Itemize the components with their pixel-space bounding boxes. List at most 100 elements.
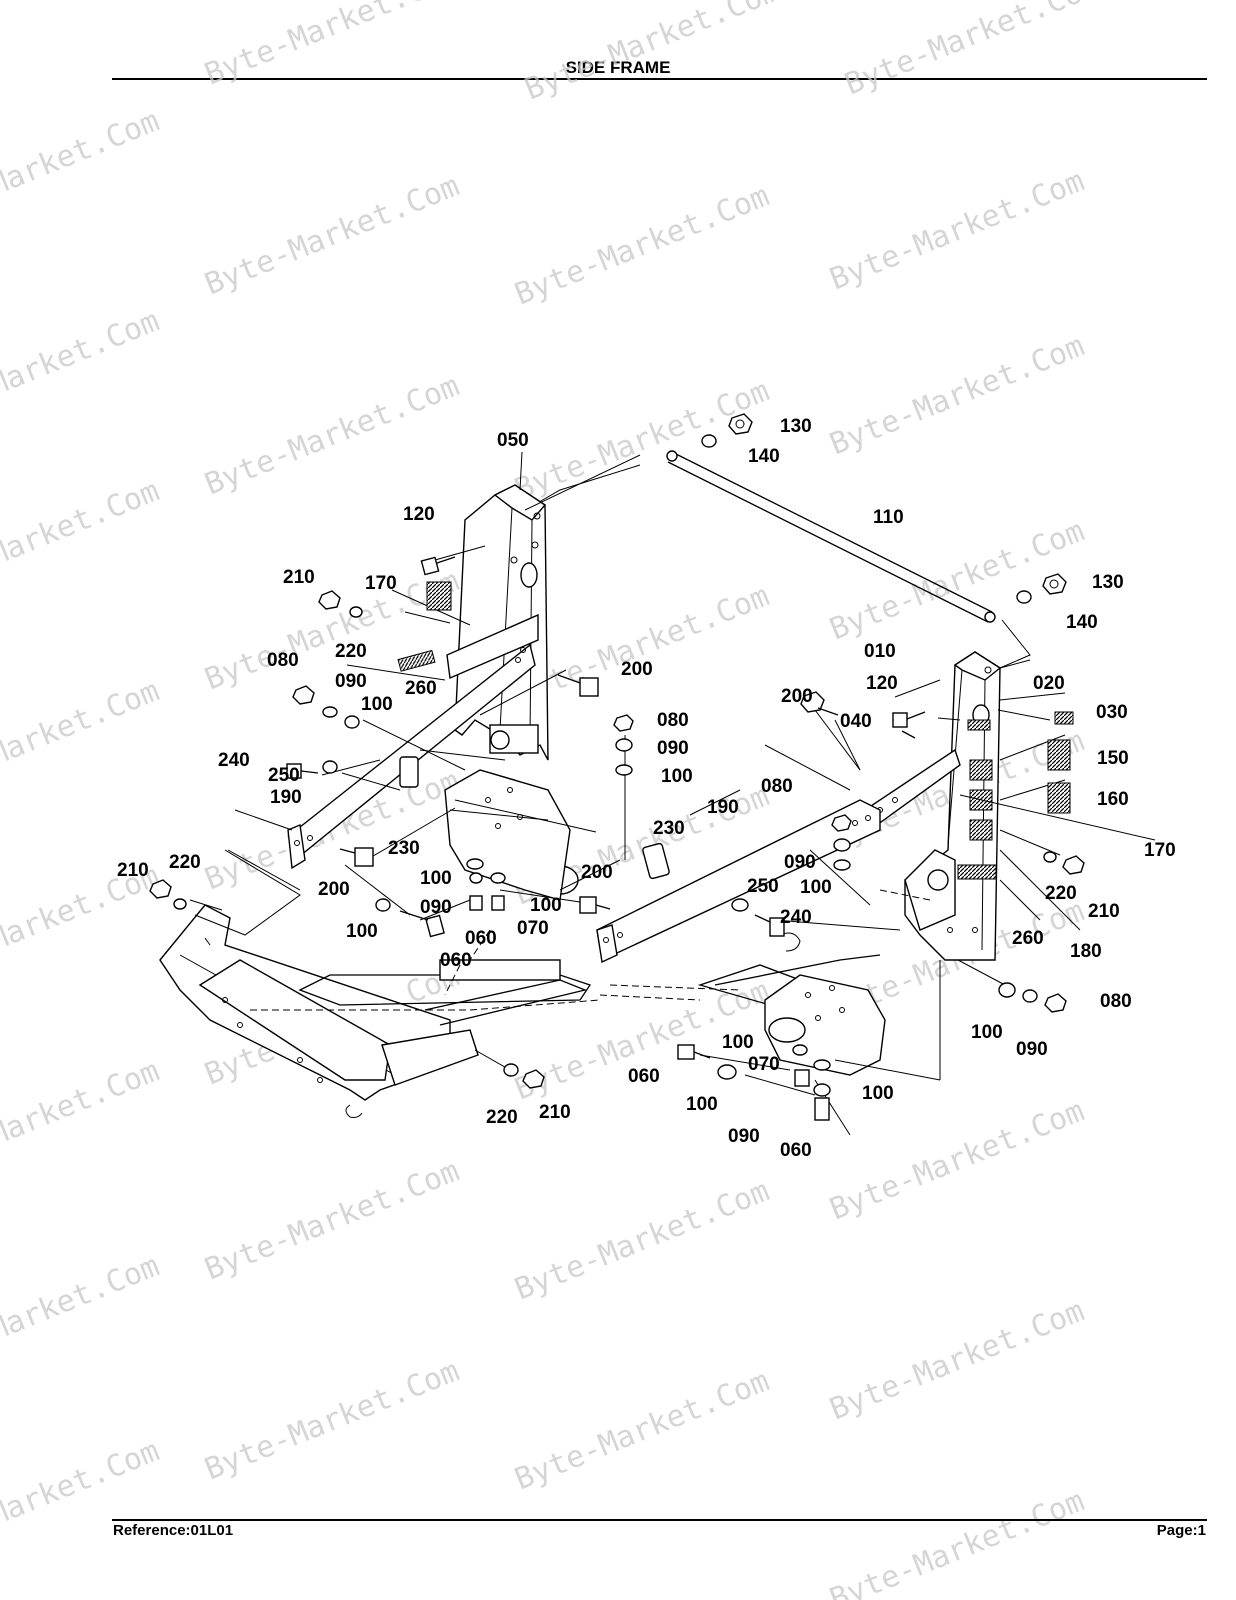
callout-200: 200 bbox=[621, 659, 653, 680]
callout-070: 070 bbox=[517, 918, 549, 939]
callout-labels: 050 130 140 120 110 210 170 130 220 140 … bbox=[117, 416, 1176, 1161]
callout-100: 100 bbox=[420, 868, 452, 889]
callout-260: 260 bbox=[1012, 928, 1044, 949]
callout-050: 050 bbox=[497, 430, 529, 451]
page-title: SIDE FRAME bbox=[565, 58, 671, 77]
watermark: Byte-Market.Com bbox=[825, 1483, 1089, 1600]
callout-090: 090 bbox=[657, 738, 689, 759]
callout-210: 210 bbox=[283, 567, 315, 588]
callout-080: 080 bbox=[1100, 991, 1132, 1012]
callout-170: 170 bbox=[365, 573, 397, 594]
callout-200: 200 bbox=[781, 686, 813, 707]
frame-drawing bbox=[149, 413, 1156, 1136]
callout-100: 100 bbox=[361, 694, 393, 715]
watermark: Byte-Market.Com bbox=[825, 328, 1089, 462]
watermark: Byte-Market.Com bbox=[840, 0, 1104, 102]
callout-210: 210 bbox=[1088, 901, 1120, 922]
callout-140: 140 bbox=[1066, 612, 1098, 633]
watermark: Byte-Market.Com bbox=[825, 1293, 1089, 1427]
watermark: Byte-Market.Com bbox=[200, 168, 464, 302]
watermark: Byte-Market.Com bbox=[200, 0, 464, 92]
watermark: Byte-Market.Com bbox=[520, 0, 784, 107]
watermark: Byte-Market.Com bbox=[510, 1173, 774, 1307]
callout-100: 100 bbox=[530, 895, 562, 916]
callout-100: 100 bbox=[686, 1094, 718, 1115]
watermark: Byte-Market.Com bbox=[0, 1433, 164, 1567]
watermark: Byte-Market.Com bbox=[825, 163, 1089, 297]
reference-label: Reference:01L01 bbox=[113, 1522, 234, 1539]
watermark: Byte-Market.Com bbox=[0, 303, 164, 437]
page-number: Page:1 bbox=[1156, 1522, 1206, 1539]
watermark: Byte-Market.Com bbox=[0, 473, 164, 607]
watermark: Byte-Market.Com bbox=[510, 373, 774, 507]
callout-190: 190 bbox=[270, 787, 302, 808]
callout-250: 250 bbox=[268, 765, 300, 786]
callout-080: 080 bbox=[761, 776, 793, 797]
header-rule bbox=[112, 78, 1207, 80]
callout-040: 040 bbox=[840, 711, 872, 732]
callout-010: 010 bbox=[864, 641, 896, 662]
footer-rule bbox=[112, 1519, 1207, 1521]
watermark: Byte-Market.Com bbox=[510, 578, 774, 712]
callout-060: 060 bbox=[780, 1140, 812, 1161]
callout-180: 180 bbox=[1070, 941, 1102, 962]
callout-070: 070 bbox=[748, 1054, 780, 1075]
watermark: Byte-Market.Com bbox=[200, 368, 464, 502]
callout-120: 120 bbox=[866, 673, 898, 694]
callout-210: 210 bbox=[117, 860, 149, 881]
callout-100: 100 bbox=[971, 1022, 1003, 1043]
callout-200: 200 bbox=[581, 862, 613, 883]
callout-230: 230 bbox=[653, 818, 685, 839]
watermark: Byte-Market.Com bbox=[0, 1248, 164, 1382]
callout-250: 250 bbox=[747, 876, 779, 897]
callout-120: 120 bbox=[403, 504, 435, 525]
fasteners bbox=[149, 556, 1085, 1121]
watermark: Byte-Market.Com bbox=[0, 1053, 164, 1187]
callout-230: 230 bbox=[388, 838, 420, 859]
callout-090: 090 bbox=[420, 897, 452, 918]
callout-090: 090 bbox=[335, 671, 367, 692]
callout-100: 100 bbox=[862, 1083, 894, 1104]
callout-260: 260 bbox=[405, 678, 437, 699]
callout-110: 110 bbox=[873, 507, 904, 528]
callout-030: 030 bbox=[1096, 702, 1128, 723]
callout-100: 100 bbox=[722, 1032, 754, 1053]
side-post-010 bbox=[904, 651, 1002, 961]
callout-190: 190 bbox=[707, 797, 739, 818]
callout-240: 240 bbox=[218, 750, 250, 771]
callout-090: 090 bbox=[728, 1126, 760, 1147]
callout-170: 170 bbox=[1144, 840, 1176, 861]
callout-130: 130 bbox=[1092, 572, 1124, 593]
center-arm-190 bbox=[596, 799, 881, 964]
nut-130-top bbox=[701, 413, 753, 448]
callout-020: 020 bbox=[1033, 673, 1065, 694]
callout-080: 080 bbox=[267, 650, 299, 671]
watermark: Byte-Market.Com bbox=[825, 1093, 1089, 1227]
callout-200: 200 bbox=[318, 879, 350, 900]
callout-060: 060 bbox=[440, 950, 472, 971]
callout-220: 220 bbox=[1045, 883, 1077, 904]
leader-lines bbox=[189, 451, 1156, 1136]
callout-220: 220 bbox=[486, 1107, 518, 1128]
watermark: Byte-Market.Com bbox=[200, 1153, 464, 1287]
callout-160: 160 bbox=[1097, 789, 1129, 810]
tie-rod-110 bbox=[666, 450, 996, 623]
callout-100: 100 bbox=[346, 921, 378, 942]
chassis-main-beam bbox=[159, 904, 479, 1118]
watermark: Byte-Market.Com bbox=[0, 103, 164, 237]
callout-080: 080 bbox=[657, 710, 689, 731]
callout-150: 150 bbox=[1097, 748, 1129, 769]
callout-140: 140 bbox=[748, 446, 780, 467]
callout-060: 060 bbox=[465, 928, 497, 949]
callout-130: 130 bbox=[780, 416, 812, 437]
callout-100: 100 bbox=[800, 877, 832, 898]
callout-240: 240 bbox=[780, 907, 812, 928]
watermark: Byte-Market.Com bbox=[510, 178, 774, 312]
callout-220: 220 bbox=[169, 852, 201, 873]
nut-130-right bbox=[1016, 573, 1067, 604]
callout-090: 090 bbox=[1016, 1039, 1048, 1060]
watermark: Byte-Market.Com bbox=[0, 673, 164, 807]
left-arm-plate bbox=[287, 613, 539, 870]
watermark: Byte-Market.Com bbox=[200, 1353, 464, 1487]
